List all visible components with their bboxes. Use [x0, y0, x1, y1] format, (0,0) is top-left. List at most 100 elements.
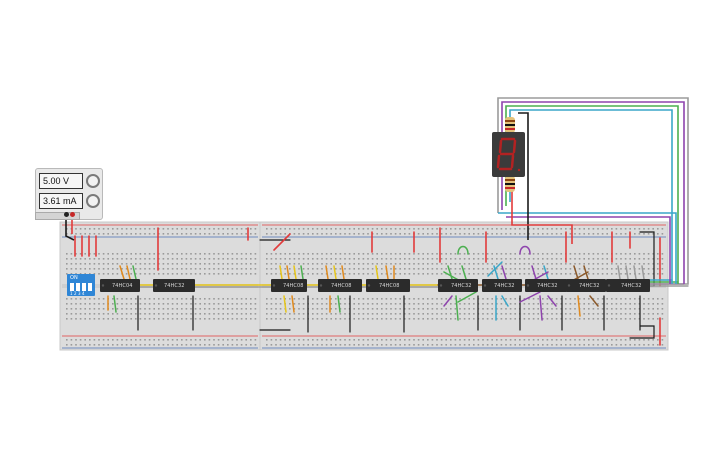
breadboard-hole[interactable] — [463, 253, 466, 255]
breadboard-hole[interactable] — [615, 298, 618, 300]
breadboard-hole[interactable] — [597, 308, 599, 310]
breadboard-hole[interactable] — [139, 308, 142, 310]
breadboard-hole[interactable] — [125, 258, 128, 260]
breadboard-hole[interactable] — [440, 268, 443, 270]
breadboard-hole[interactable] — [89, 313, 91, 315]
breadboard-hole[interactable] — [574, 273, 576, 275]
breadboard-hole[interactable] — [560, 318, 562, 320]
breadboard-hole[interactable] — [657, 339, 659, 341]
breadboard-hole[interactable] — [459, 339, 461, 341]
breadboard-hole[interactable] — [546, 233, 549, 235]
breadboard-hole[interactable] — [505, 233, 507, 235]
breadboard-hole[interactable] — [240, 298, 243, 300]
breadboard-hole[interactable] — [634, 298, 636, 300]
breadboard-hole[interactable] — [102, 268, 105, 270]
breadboard-hole[interactable] — [417, 228, 420, 230]
breadboard-hole[interactable] — [222, 228, 224, 230]
breadboard-hole[interactable] — [148, 318, 151, 320]
breadboard-hole[interactable] — [358, 318, 360, 320]
breadboard-hole[interactable] — [519, 344, 521, 346]
breadboard-hole[interactable] — [298, 339, 300, 341]
jumper-wire[interactable] — [283, 295, 287, 313]
breadboard-hole[interactable] — [362, 308, 365, 310]
jumper-wire[interactable] — [461, 265, 467, 280]
breadboard-hole[interactable] — [98, 344, 100, 346]
breadboard-hole[interactable] — [417, 303, 420, 305]
breadboard-hole[interactable] — [158, 298, 160, 300]
breadboard-hole[interactable] — [657, 228, 659, 230]
breadboard-hole[interactable] — [325, 233, 328, 235]
breadboard-hole[interactable] — [569, 273, 572, 275]
breadboard-hole[interactable] — [537, 313, 539, 315]
breadboard-hole[interactable] — [335, 233, 337, 235]
breadboard-hole[interactable] — [523, 268, 526, 270]
breadboard-hole[interactable] — [454, 313, 457, 315]
breadboard-hole[interactable] — [293, 339, 296, 341]
breadboard-hole[interactable] — [413, 339, 415, 341]
breadboard-hole[interactable] — [601, 298, 604, 300]
breadboard-hole[interactable] — [353, 303, 355, 305]
breadboard-hole[interactable] — [236, 268, 238, 270]
breadboard-hole[interactable] — [592, 344, 595, 346]
breadboard-hole[interactable] — [204, 344, 206, 346]
breadboard-hole[interactable] — [601, 263, 604, 265]
breadboard-hole[interactable] — [528, 263, 530, 265]
breadboard-hole[interactable] — [491, 233, 493, 235]
breadboard-hole[interactable] — [551, 258, 553, 260]
breadboard-hole[interactable] — [482, 263, 484, 265]
breadboard-hole[interactable] — [482, 344, 484, 346]
breadboard-hole[interactable] — [427, 318, 429, 320]
breadboard-hole[interactable] — [312, 258, 314, 260]
breadboard-hole[interactable] — [394, 253, 397, 255]
breadboard-hole[interactable] — [321, 258, 323, 260]
breadboard-hole[interactable] — [181, 268, 183, 270]
breadboard-hole[interactable] — [569, 263, 572, 265]
breadboard-hole[interactable] — [505, 258, 507, 260]
breadboard-hole[interactable] — [592, 339, 595, 341]
breadboard-hole[interactable] — [390, 228, 392, 230]
breadboard-hole[interactable] — [647, 268, 650, 270]
breadboard-hole[interactable] — [325, 253, 328, 255]
breadboard-hole[interactable] — [75, 253, 77, 255]
breadboard-hole[interactable] — [473, 228, 475, 230]
breadboard-hole[interactable] — [98, 303, 100, 305]
breadboard-hole[interactable] — [217, 308, 220, 310]
breadboard-hole[interactable] — [413, 344, 415, 346]
breadboard-hole[interactable] — [638, 344, 641, 346]
breadboard-hole[interactable] — [390, 253, 392, 255]
breadboard-hole[interactable] — [597, 228, 599, 230]
breadboard-hole[interactable] — [371, 318, 374, 320]
breadboard-hole[interactable] — [615, 303, 618, 305]
breadboard-hole[interactable] — [222, 313, 224, 315]
breadboard-hole[interactable] — [496, 313, 498, 315]
breadboard-hole[interactable] — [130, 344, 132, 346]
breadboard-hole[interactable] — [606, 344, 608, 346]
breadboard-hole[interactable] — [385, 308, 388, 310]
breadboard-hole[interactable] — [454, 308, 457, 310]
breadboard-hole[interactable] — [293, 308, 296, 310]
breadboard-hole[interactable] — [284, 228, 286, 230]
breadboard-hole[interactable] — [624, 308, 627, 310]
jumper-wire[interactable] — [300, 265, 304, 280]
breadboard-hole[interactable] — [574, 303, 576, 305]
breadboard-hole[interactable] — [546, 253, 549, 255]
breadboard-hole[interactable] — [330, 268, 332, 270]
breadboard-hole[interactable] — [546, 303, 549, 305]
breadboard-hole[interactable] — [611, 308, 613, 310]
breadboard-hole[interactable] — [307, 258, 309, 260]
breadboard-hole[interactable] — [624, 273, 627, 275]
breadboard-hole[interactable] — [583, 253, 585, 255]
breadboard-hole[interactable] — [551, 303, 553, 305]
breadboard-hole[interactable] — [634, 303, 636, 305]
current-knob[interactable] — [86, 194, 100, 208]
breadboard-hole[interactable] — [578, 273, 581, 275]
breadboard-hole[interactable] — [312, 253, 314, 255]
breadboard-hole[interactable] — [496, 308, 498, 310]
breadboard-hole[interactable] — [185, 273, 188, 275]
breadboard-hole[interactable] — [417, 344, 420, 346]
breadboard-hole[interactable] — [565, 303, 567, 305]
breadboard-hole[interactable] — [404, 273, 406, 275]
jumper-wire[interactable] — [291, 295, 295, 313]
breadboard-hole[interactable] — [519, 273, 521, 275]
breadboard-hole[interactable] — [70, 318, 73, 320]
